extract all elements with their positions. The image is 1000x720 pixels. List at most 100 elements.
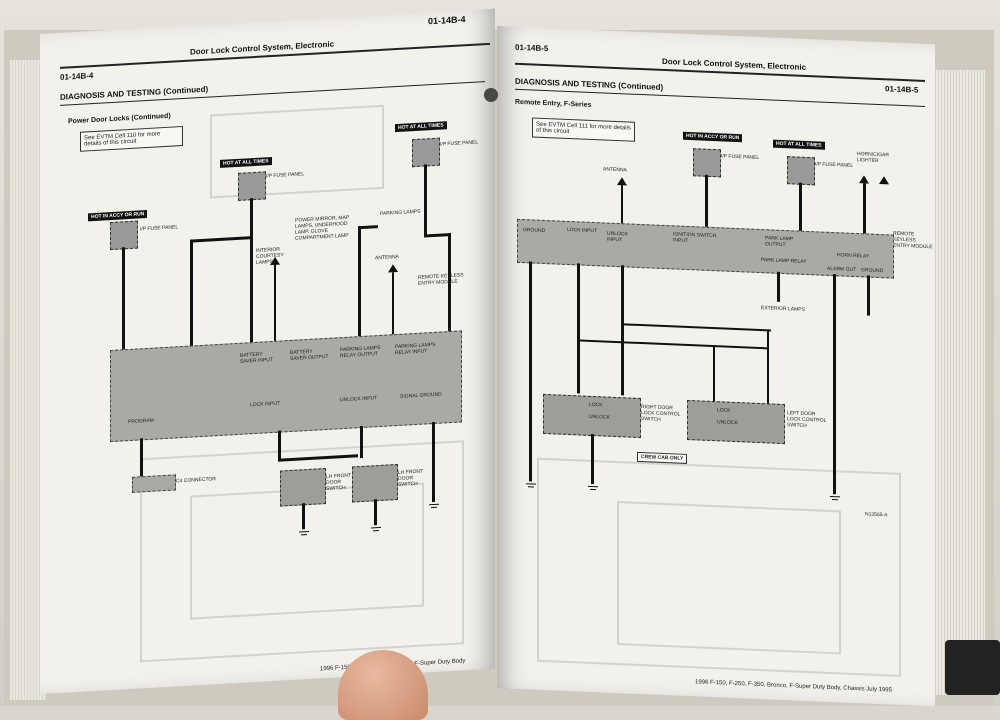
left-door-switch-label: LEFT DOOR LOCK CONTROL SWITCH xyxy=(787,410,827,429)
arrow-up-icon xyxy=(617,177,627,186)
lh-door-switch-1 xyxy=(280,468,326,507)
lock-label-2: LOCK xyxy=(717,407,731,414)
wire xyxy=(424,233,450,238)
fuse-3 xyxy=(412,137,440,168)
binder-hole xyxy=(484,88,498,102)
lock-input-label-right: LOCK INPUT xyxy=(567,226,598,235)
wire xyxy=(577,263,580,394)
wire xyxy=(122,247,125,353)
interior-courtesy-label: INTERIOR COURTESY LAMPS xyxy=(256,246,284,266)
wire xyxy=(863,183,866,236)
ghost-trace xyxy=(617,501,841,655)
lock-label-1: LOCK xyxy=(589,401,603,409)
wire xyxy=(621,185,623,226)
right-page-number: 01-14B-5 xyxy=(885,84,919,95)
wire xyxy=(529,261,532,482)
ground-label-2: GROUND xyxy=(861,267,884,275)
wire xyxy=(448,233,451,340)
hot-accy-run-label: HOT IN ACCY OR RUN xyxy=(88,209,148,222)
wire xyxy=(713,345,715,403)
exterior-lamps-label: EXTERIOR LAMPS xyxy=(761,305,805,313)
left-page-number-top: 01-14B-4 xyxy=(428,14,466,27)
ignition-switch-input-label: IGNITION SWITCH INPUT xyxy=(673,231,717,245)
fuse-2 xyxy=(238,171,266,201)
wire xyxy=(190,239,193,350)
figure-id: N13565-A xyxy=(865,511,888,519)
wire xyxy=(777,271,780,302)
wire xyxy=(799,182,802,233)
right-note-box: See EVTM Cell 111 for more details of th… xyxy=(532,117,635,142)
binder-tab xyxy=(945,640,1000,695)
left-section-heading: DIAGNOSIS AND TESTING (Continued) xyxy=(60,84,209,102)
battery-saver-output-label: BATTERY SAVER OUTPUT xyxy=(290,348,329,363)
wire xyxy=(767,329,769,405)
wire xyxy=(374,499,377,526)
left-page: 01-14B-4 Door Lock Control System, Elect… xyxy=(40,8,495,695)
arrow-up-icon xyxy=(879,176,889,185)
wire xyxy=(392,272,394,337)
lh-door-switch-2 xyxy=(352,463,398,503)
unlock-label-1: UNLOCK xyxy=(589,413,610,421)
right-page-number-top: 01-14B-5 xyxy=(515,42,549,54)
power-mirror-label: POWER MIRROR, MAP LAMPS, UNDERHOOD LAMP,… xyxy=(295,214,350,242)
left-diagram-title: Power Door Locks (Continued) xyxy=(68,112,171,126)
park-lamp-output-label: PARK LAMP OUTPUT xyxy=(765,235,794,249)
wire xyxy=(190,236,252,243)
ground-icon xyxy=(526,481,536,489)
unlock-label-2: UNLOCK xyxy=(717,419,738,427)
wire xyxy=(621,323,771,332)
parking-lamps-relay-input-label: PARKING LAMPS RELAY INPUT xyxy=(395,341,436,357)
antenna-label-left: ANTENNA xyxy=(375,253,399,262)
fuse-panel-label-right-2: I/P FUSE PANEL xyxy=(815,161,854,169)
wire xyxy=(358,225,378,230)
left-note-box: See EVTM Cell 110 for more details of th… xyxy=(80,126,183,152)
wire xyxy=(140,438,143,479)
ground-icon xyxy=(429,502,439,511)
c4-connector-block xyxy=(132,474,176,493)
parking-lamps-relay-output-label: PARKING LAMPS RELAY OUTPUT xyxy=(340,344,381,360)
wire xyxy=(278,430,281,461)
wire xyxy=(360,425,363,459)
wire xyxy=(432,421,435,503)
fuse-panel-label-3: I/P FUSE PANEL xyxy=(440,139,479,148)
battery-saver-input-label: BATTERY SAVER INPUT xyxy=(240,351,273,365)
horn-cigar-lighter-label: HORN/CIGAR LIGHTER xyxy=(857,151,889,164)
right-page-stack xyxy=(930,70,985,695)
arrow-up-icon xyxy=(859,175,869,184)
ground-icon xyxy=(371,525,381,534)
crew-cab-only-label: CREW CAB ONLY xyxy=(637,451,688,464)
horn-relay-label: HORN RELAY xyxy=(837,252,870,260)
fuse-panel-label-1: I/P FUSE PANEL xyxy=(140,224,179,233)
rke-module-label-left: REMOTE KEYLESS ENTRY MODULE xyxy=(418,272,464,287)
right-door-switch-label: RIGHT DOOR LOCK CONTROL SWITCH xyxy=(641,404,681,423)
fuse-right-2 xyxy=(787,156,815,186)
wire xyxy=(867,275,870,316)
wire xyxy=(705,174,708,230)
wire xyxy=(591,433,594,485)
wire xyxy=(358,226,361,337)
wire xyxy=(274,264,276,343)
wire xyxy=(833,274,836,495)
fuse-right-1 xyxy=(693,148,721,178)
wire xyxy=(424,164,427,235)
ground-icon xyxy=(588,484,598,492)
ground-icon xyxy=(830,494,840,502)
hot-all-times-label-right: HOT AT ALL TIMES xyxy=(773,139,825,150)
ghost-trace xyxy=(210,104,384,199)
rke-module-label-right: REMOTE KEYLESS ENTRY MODULE xyxy=(893,230,933,251)
right-page: 01-14B-5 Door Lock Control System, Elect… xyxy=(497,26,935,707)
left-page-number: 01-14B-4 xyxy=(60,71,94,82)
hot-accy-run-label-right: HOT IN ACCY OR RUN xyxy=(683,131,743,143)
parking-lamps-label: PARKING LAMPS xyxy=(380,208,421,217)
alarm-out-label: ALARM OUT xyxy=(827,265,857,274)
wire xyxy=(621,265,624,396)
unlock-input-label-right: UNLOCK INPUT xyxy=(607,230,628,244)
wire xyxy=(250,236,253,347)
ground-label: GROUND xyxy=(523,227,546,235)
antenna-label-right: ANTENNA xyxy=(603,166,627,174)
fuse-panel-label-right-1: I/P FUSE PANEL xyxy=(721,153,760,161)
right-footer: 1996 F-150, F-250, F-350, Bronco, F-Supe… xyxy=(695,679,892,694)
lh-front-door-switch-label-2: LH FRONT DOOR SWITCH xyxy=(398,468,423,488)
wire xyxy=(577,339,767,350)
wire xyxy=(250,198,253,239)
